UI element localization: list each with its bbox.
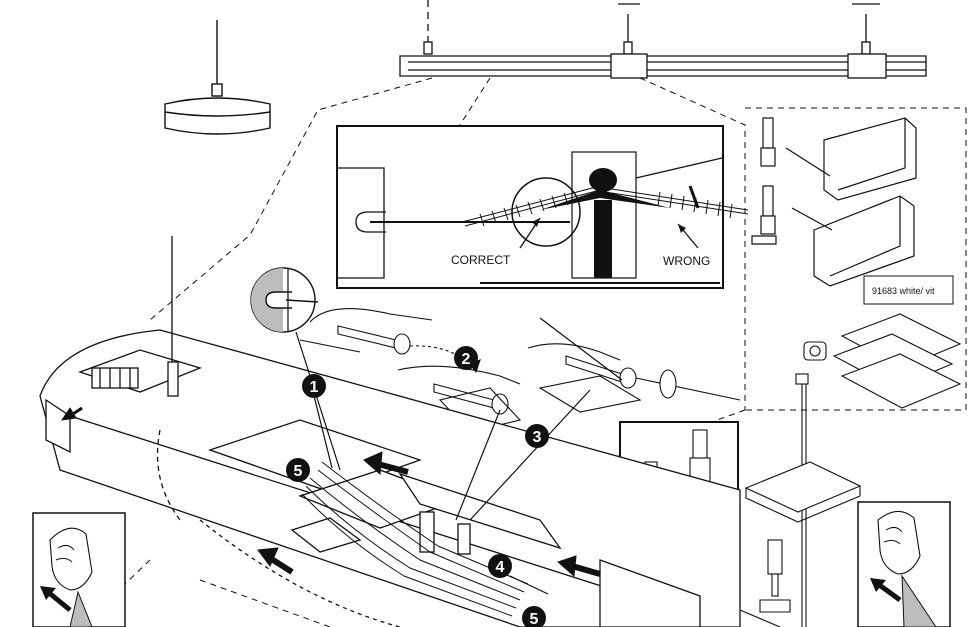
- svg-text:1: 1: [310, 379, 319, 396]
- keyhole-magnifier-illustration: [250, 267, 319, 333]
- lamp-housing-illustration: [39, 236, 741, 627]
- correct-label: CORRECT: [451, 253, 511, 267]
- step-badge-3: 3: [525, 424, 549, 448]
- left-hand-pull-inset: [32, 512, 126, 627]
- bracket-detail-illustration: [751, 117, 917, 287]
- svg-text:3: 3: [533, 429, 542, 446]
- step-badge-1: 1: [302, 374, 326, 398]
- detail-inset-correct-wrong: CORRECT WRONG: [336, 125, 749, 289]
- svg-text:2: 2: [462, 351, 471, 368]
- part-number-label: 91683 white/ vit: [872, 286, 935, 296]
- pendant-lamp-illustration: [164, 20, 271, 135]
- part-number-box: 91683 white/ vit: [863, 275, 954, 305]
- wire-bundle-illustration: [301, 461, 529, 617]
- mounting-plates-illustration: [795, 313, 962, 627]
- step-badge-5-upper: 5: [286, 458, 310, 482]
- svg-text:5: 5: [294, 463, 303, 480]
- wrong-label: WRONG: [663, 254, 710, 268]
- step-badge-5-lower: 5: [522, 606, 546, 627]
- step-badge-2: 2: [454, 346, 478, 370]
- direction-arrows: [60, 406, 601, 578]
- step-leader-lines: [295, 317, 623, 595]
- right-hand-pull-inset: [857, 501, 951, 627]
- ceiling-plate-illustration: [739, 461, 862, 627]
- ceiling-rail-illustration: [399, 0, 927, 79]
- svg-text:5: 5: [530, 611, 539, 627]
- step-badge-4: 4: [488, 554, 512, 578]
- svg-text:4: 4: [496, 559, 505, 576]
